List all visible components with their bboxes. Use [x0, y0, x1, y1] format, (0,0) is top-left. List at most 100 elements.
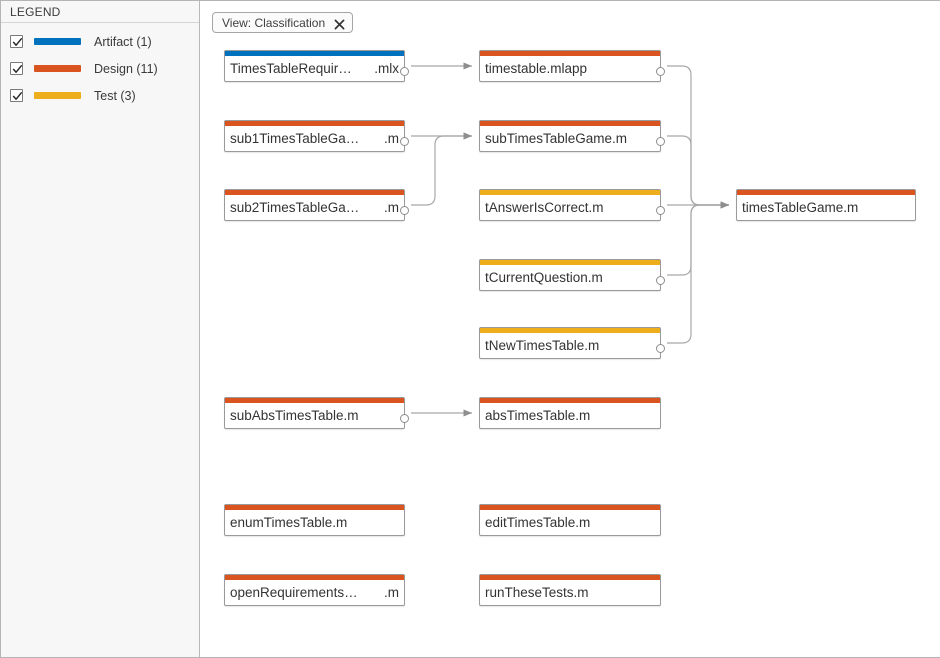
node-category-bar [480, 260, 660, 265]
edge-tnew-to-timestablegame [667, 201, 730, 344]
graph-node-n13[interactable]: editTimesTable.m [479, 504, 661, 536]
node-category-bar [225, 398, 404, 403]
node-body: sub1TimesTableGa… .m [225, 126, 404, 151]
graph-node-n15[interactable]: timesTableGame.m [736, 189, 916, 221]
node-output-port[interactable] [656, 137, 665, 146]
graph-node-n5[interactable]: enumTimesTable.m [224, 504, 405, 536]
graph-node-n10[interactable]: tCurrentQuestion.m [479, 259, 665, 291]
node-category-bar [225, 575, 404, 580]
node-body: sub2TimesTableGa… .m [225, 195, 404, 220]
node-category-bar [225, 505, 404, 510]
node-output-port[interactable] [400, 414, 409, 423]
graph-node-n6[interactable]: openRequirements… .m [224, 574, 405, 606]
node-label: openRequirements… [230, 585, 358, 600]
node-extension: .mlx [374, 61, 399, 76]
node-extension: .m [384, 200, 399, 215]
legend-row-design[interactable]: Design (11) [1, 55, 199, 82]
legend-swatch-design [34, 65, 81, 72]
legend-row-artifact[interactable]: Artifact (1) [1, 28, 199, 55]
node-extension: .m [384, 585, 399, 600]
node-label: subTimesTableGame.m [485, 131, 628, 146]
edge-sub2-to-subtimestablegame [411, 132, 473, 206]
legend-checkbox-design[interactable] [10, 62, 23, 75]
legend-title: LEGEND [1, 1, 199, 23]
node-category-bar [480, 51, 660, 56]
node-output-port[interactable] [400, 137, 409, 146]
node-label: runTheseTests.m [485, 585, 589, 600]
graph-node-n2[interactable]: sub1TimesTableGa… .m [224, 120, 409, 152]
node-body: timestable.mlapp [480, 56, 660, 81]
legend-list: Artifact (1) Design (11) Test (3) [1, 23, 199, 109]
edge-timestable-to-timestablegame [667, 65, 730, 209]
view-chip[interactable]: View: Classification [212, 12, 354, 33]
node-body: runTheseTests.m [480, 580, 660, 605]
node-category-bar [480, 575, 660, 580]
graph-node-n8[interactable]: subTimesTableGame.m [479, 120, 665, 152]
node-output-port[interactable] [656, 344, 665, 353]
legend-checkbox-artifact[interactable] [10, 35, 23, 48]
node-category-bar [480, 505, 660, 510]
legend-swatch-test [34, 92, 81, 99]
node-body: editTimesTable.m [480, 510, 660, 535]
node-label: tNewTimesTable.m [485, 338, 600, 353]
node-body: tNewTimesTable.m [480, 333, 660, 358]
edge-subtimestablegame-to-timestablegame [667, 135, 730, 209]
graph-node-n11[interactable]: tNewTimesTable.m [479, 327, 665, 359]
graph-node-n14[interactable]: runTheseTests.m [479, 574, 661, 606]
node-category-bar [480, 190, 660, 195]
node-category-bar [480, 398, 660, 403]
legend-panel: LEGEND Artifact (1) Design (11) Test (3) [1, 1, 200, 657]
graph-node-n9[interactable]: tAnswerIsCorrect.m [479, 189, 665, 221]
node-output-port[interactable] [400, 67, 409, 76]
node-output-port[interactable] [656, 276, 665, 285]
node-extension: .m [384, 131, 399, 146]
node-output-port[interactable] [656, 67, 665, 76]
node-output-port[interactable] [656, 206, 665, 215]
node-category-bar [225, 190, 404, 195]
legend-swatch-artifact [34, 38, 81, 45]
node-category-bar [225, 121, 404, 126]
node-label: sub1TimesTableGa… [230, 131, 360, 146]
node-label: timesTableGame.m [742, 200, 859, 215]
node-label: timestable.mlapp [485, 61, 588, 76]
checkmark-icon [12, 38, 23, 46]
graph-node-n4[interactable]: subAbsTimesTable.m [224, 397, 409, 429]
node-body: tCurrentQuestion.m [480, 265, 660, 290]
node-category-bar [225, 51, 404, 56]
close-icon[interactable] [334, 17, 345, 30]
node-body: subTimesTableGame.m [480, 126, 660, 151]
node-category-bar [737, 190, 915, 195]
node-output-port[interactable] [400, 206, 409, 215]
node-body: enumTimesTable.m [225, 510, 404, 535]
node-label: editTimesTable.m [485, 515, 591, 530]
legend-label-test: Test (3) [94, 88, 136, 103]
graph-node-n7[interactable]: timestable.mlapp [479, 50, 665, 82]
node-body: TimesTableRequir… .mlx [225, 56, 404, 81]
node-category-bar [480, 121, 660, 126]
node-label: TimesTableRequir… [230, 61, 352, 76]
graph-canvas[interactable]: View: Classification TimesTableRequir… .m… [201, 1, 940, 657]
node-body: timesTableGame.m [737, 195, 915, 220]
legend-checkbox-test[interactable] [10, 89, 23, 102]
node-body: subAbsTimesTable.m [225, 403, 404, 428]
node-label: tAnswerIsCorrect.m [485, 200, 604, 215]
node-label: tCurrentQuestion.m [485, 270, 603, 285]
graph-node-n3[interactable]: sub2TimesTableGa… .m [224, 189, 409, 221]
edge-tcurrent-to-timestablegame [667, 201, 730, 276]
node-body: absTimesTable.m [480, 403, 660, 428]
node-body: tAnswerIsCorrect.m [480, 195, 660, 220]
checkmark-icon [12, 92, 23, 100]
view-chip-label: View: Classification [222, 15, 326, 30]
legend-label-design: Design (11) [94, 61, 158, 76]
graph-node-n12[interactable]: absTimesTable.m [479, 397, 661, 429]
checkmark-icon [12, 65, 23, 73]
node-label: subAbsTimesTable.m [230, 408, 359, 423]
legend-label-artifact: Artifact (1) [94, 34, 152, 49]
node-body: openRequirements… .m [225, 580, 404, 605]
legend-row-test[interactable]: Test (3) [1, 82, 199, 109]
node-category-bar [480, 328, 660, 333]
graph-node-n1[interactable]: TimesTableRequir… .mlx [224, 50, 409, 82]
node-label: enumTimesTable.m [230, 515, 348, 530]
node-label: sub2TimesTableGa… [230, 200, 360, 215]
